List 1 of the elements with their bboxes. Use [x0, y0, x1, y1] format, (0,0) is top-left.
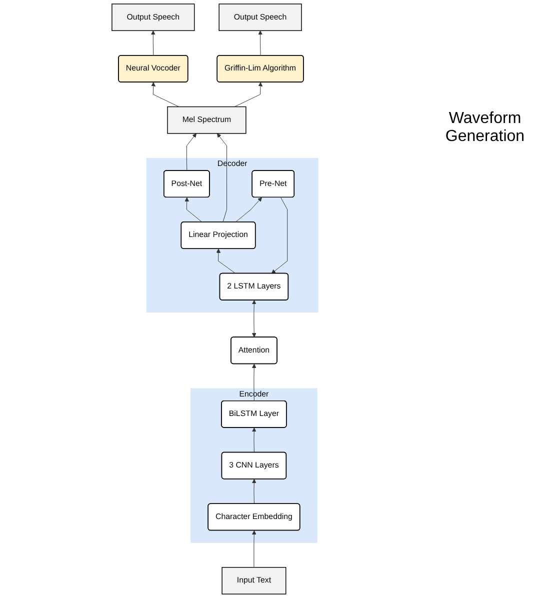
section-label: Waveform Generation: [444, 110, 526, 146]
